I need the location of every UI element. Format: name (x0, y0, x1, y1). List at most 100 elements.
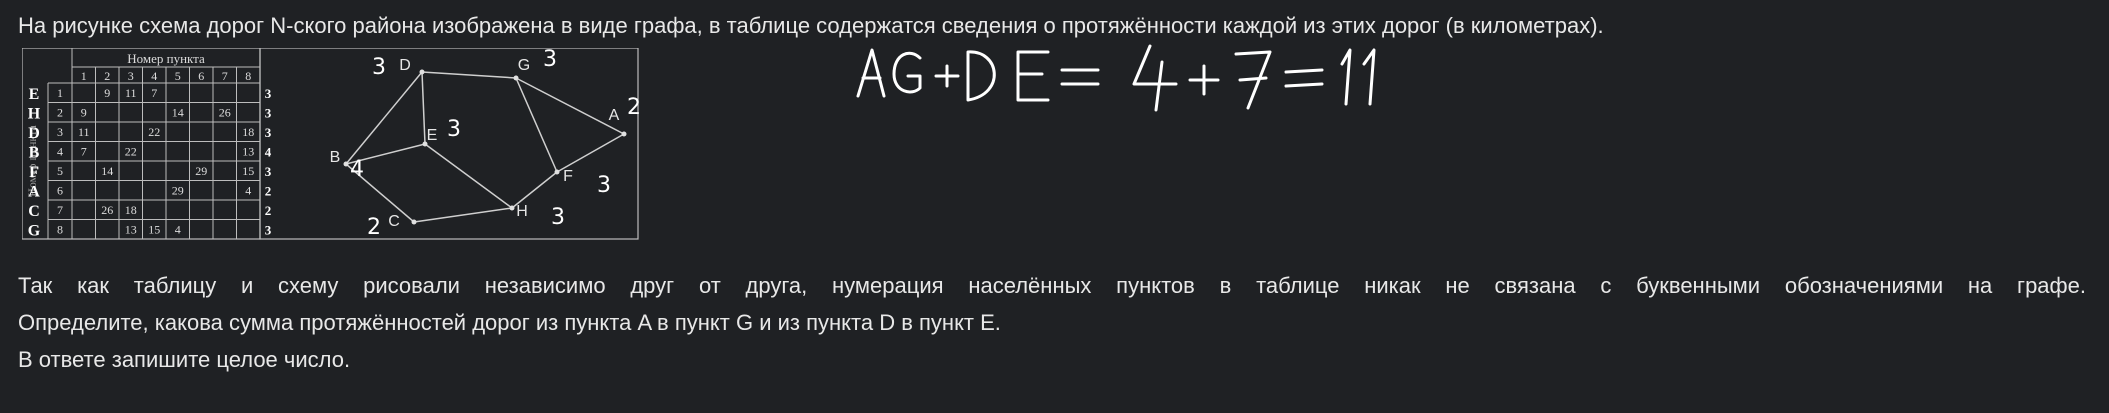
table-row-number: 2 (57, 105, 63, 119)
hand-digit-7 (1234, 50, 1272, 110)
table-cell-value: 29 (195, 164, 207, 178)
table-cell-value: 9 (81, 105, 87, 119)
graph-node-label: G (518, 57, 530, 74)
graph-edge (345, 163, 415, 223)
hand-letter-D (966, 50, 996, 102)
hand-row-letter: F (29, 164, 39, 181)
table-cell-value: 4 (175, 222, 181, 236)
graph-edge (515, 77, 625, 135)
table-col-number: 3 (128, 69, 134, 83)
hand-node-degree: 2 (367, 215, 381, 240)
graph-edge (421, 71, 426, 145)
graph-node-label: F (563, 168, 573, 185)
table-cell-value: 29 (172, 183, 184, 197)
problem-line-1: Так как таблицу и схему рисовали независ… (18, 273, 2086, 298)
table-row-number: 4 (57, 144, 63, 158)
graph-node (509, 205, 515, 211)
table-cell-value: 14 (172, 105, 184, 119)
table-row-header: Номер пункта (25, 125, 39, 197)
graph-node-label: E (427, 127, 438, 144)
hand-row-degree: 4 (265, 144, 272, 159)
hand-row-degree: 3 (265, 222, 272, 237)
graph-node (513, 75, 519, 81)
hand-row-degree: 3 (265, 86, 272, 101)
hand-row-degree: 2 (265, 203, 272, 218)
hand-row-degree: 3 (265, 164, 272, 179)
table-row-number: 6 (57, 183, 63, 197)
table-col-number: 5 (175, 69, 181, 83)
table-col-number: 4 (151, 69, 157, 83)
table-row-number: 5 (57, 164, 63, 178)
graph-edge (424, 143, 513, 209)
graph-node (419, 69, 425, 75)
graph-edge (556, 133, 625, 173)
hand-row-letter: B (29, 144, 40, 161)
graph-node-label: A (609, 107, 620, 124)
hand-node-degree: 3 (447, 117, 461, 142)
table-col-number: 2 (104, 69, 110, 83)
hand-node-degree: 3 (372, 55, 386, 80)
hand-plus-2 (1188, 64, 1220, 96)
problem-text: Так как таблицу и схему рисовали независ… (18, 267, 2086, 378)
table-cell-value: 15 (148, 222, 160, 236)
graph-edge (413, 207, 513, 223)
hand-node-degree: 4 (350, 157, 364, 182)
hand-row-letter: G (28, 222, 41, 239)
graph-node (422, 141, 428, 147)
graph-node (343, 161, 349, 167)
table-row-number: 8 (57, 222, 63, 236)
table-col-header: Номер пункта (127, 51, 205, 66)
graph-edge (345, 71, 423, 165)
table-col-number: 7 (222, 69, 228, 83)
table-col-number: 8 (245, 69, 251, 83)
hand-node-degree: 2 (627, 95, 640, 120)
table-cell-value: 7 (151, 86, 157, 100)
table-cell-value: 13 (125, 222, 137, 236)
hand-digit-4 (1132, 44, 1178, 112)
hand-node-degree: 3 (551, 205, 565, 230)
hand-row-letter: H (28, 105, 41, 122)
hand-letter-A (856, 48, 886, 98)
graph-node (621, 131, 627, 137)
table-cell-value: 22 (148, 125, 160, 139)
table-row-number: 1 (57, 86, 63, 100)
hand-row-letter: E (29, 86, 40, 103)
table-cell-value: 11 (78, 125, 90, 139)
table-cell-value: 11 (125, 86, 137, 100)
graph-edge (345, 143, 426, 165)
table-col-number: 1 (81, 69, 87, 83)
hand-node-degree: 3 (543, 48, 557, 72)
hand-row-letter: A (28, 183, 40, 200)
problem-intro: На рисунке схема дорог N-ского района из… (18, 13, 1604, 38)
graph-node-label: H (516, 203, 528, 220)
problem-line-3: В ответе запишите целое число. (18, 347, 351, 372)
hand-equals-1 (1060, 68, 1100, 86)
hand-letter-G (892, 51, 922, 94)
hand-row-degree: 3 (265, 105, 272, 120)
graph-node-label: B (330, 149, 341, 166)
graph-node (554, 169, 560, 175)
table-col-number: 6 (198, 69, 204, 83)
table-cell-value: 18 (125, 203, 137, 217)
hand-row-degree: 2 (265, 183, 272, 198)
table-cell-value: 18 (242, 125, 254, 139)
hand-equals-2 (1284, 68, 1324, 88)
hand-node-degree: 3 (597, 173, 611, 198)
graph-edge (421, 71, 517, 79)
handwritten-equation (856, 44, 1376, 112)
table-cell-value: 26 (101, 203, 113, 217)
table-cell-value: 14 (101, 164, 113, 178)
hand-letter-E (1016, 50, 1050, 102)
table-cell-value: 15 (242, 164, 254, 178)
table-row-number: 3 (57, 125, 63, 139)
hand-plus-1 (934, 64, 960, 88)
table-cell-value: 4 (245, 183, 251, 197)
table-cell-value: 7 (81, 144, 87, 158)
graph-node (411, 219, 417, 225)
graph-node-label: C (388, 213, 400, 230)
table-cell-value: 9 (104, 86, 110, 100)
